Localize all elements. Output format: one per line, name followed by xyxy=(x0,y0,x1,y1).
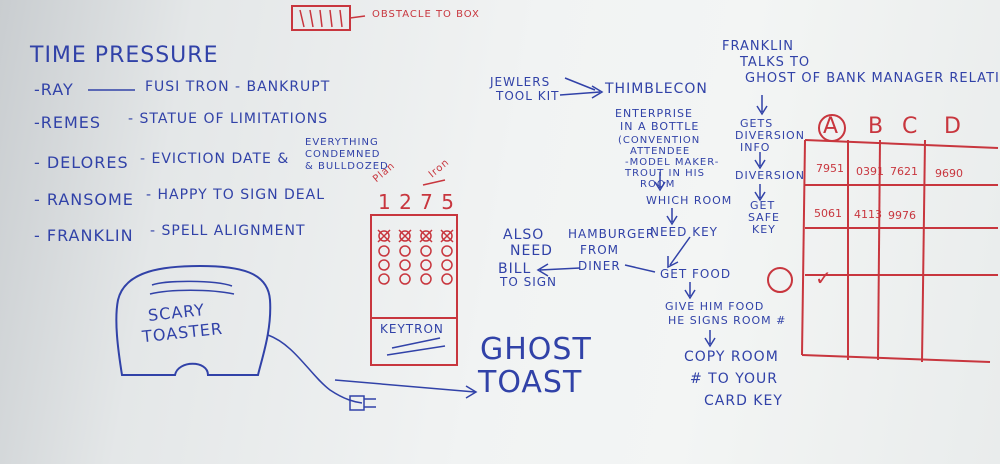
jewelers-2: TOOL KIT xyxy=(496,89,560,103)
hamburger-1: HAMBURGER xyxy=(568,227,656,241)
franklin-line-2: TALKS TO xyxy=(740,55,811,70)
cell-b2: 4113 xyxy=(854,208,882,221)
keytron-digits: 1 2 7 5 xyxy=(378,190,455,214)
get-safe-key-3: KEY xyxy=(752,223,776,236)
keytron-box xyxy=(370,214,458,366)
column-a: A xyxy=(823,114,840,139)
get-safe-key-2: SAFE xyxy=(748,211,780,224)
ghost-toast-line2: TOAST xyxy=(478,365,583,400)
model-maker-1: -MODEL MAKER- xyxy=(625,157,720,168)
copy-room-2: # TO YOUR xyxy=(690,371,778,387)
toaster-cord xyxy=(267,334,363,404)
column-c: C xyxy=(902,114,919,139)
give-him-1: GIVE HIM FOOD xyxy=(665,300,765,313)
franklin-note: - SPELL ALIGNMENT xyxy=(150,223,306,239)
arrow-to-ghost-toast xyxy=(334,379,476,393)
ransome-note: - HAPPY TO SIGN DEAL xyxy=(146,187,325,203)
check-mark: ✓ xyxy=(815,266,833,290)
give-him-2: HE SIGNS ROOM # xyxy=(668,314,787,327)
delores-name: - DELORES xyxy=(34,153,129,172)
get-food: GET FOOD xyxy=(660,267,732,281)
also-need-3: BILL xyxy=(498,261,532,277)
cell-d1: 9690 xyxy=(935,167,963,180)
thimblecon: THIMBLECON xyxy=(605,81,708,97)
keytron-markings xyxy=(377,229,454,285)
time-pressure-title: TIME PRESSURE xyxy=(30,43,219,68)
ray-note: FUSI TRON - BANKRUPT xyxy=(145,79,331,95)
obstacle-label: OBSTACLE TO BOX xyxy=(372,9,480,20)
jewelers-1: JEWLERS xyxy=(490,75,551,89)
cell-c2: 9976 xyxy=(888,209,916,222)
column-a-circle xyxy=(818,114,846,142)
convention-2: ATTENDEE xyxy=(630,146,691,157)
franklin-line-1: FRANKLIN xyxy=(722,39,794,54)
hamburger-3: DINER xyxy=(578,259,621,273)
franklin-line-3: GHOST OF BANK MANAGER RELATIVE xyxy=(745,71,1000,86)
also-need-2: NEED xyxy=(510,243,553,259)
ghost-toast-line1: GHOST xyxy=(480,332,592,367)
safe-grid-lines xyxy=(801,139,999,363)
franklin-name: - FRANKLIN xyxy=(34,226,134,245)
convention-1: (CONVENTION xyxy=(618,135,701,146)
enterprise-2: IN A BOTTLE xyxy=(620,120,700,133)
enterprise-1: ENTERPRISE xyxy=(615,107,693,120)
gets-diversion-3: INFO xyxy=(740,141,771,154)
red-circle-marker xyxy=(767,267,793,293)
copy-room-3: CARD KEY xyxy=(704,393,783,409)
which-room: WHICH ROOM xyxy=(646,194,733,207)
need-key: NEED KEY xyxy=(650,225,718,239)
cell-b1: 0391 xyxy=(856,165,884,178)
remes-note: - STATUE OF LIMITATIONS xyxy=(128,111,329,127)
cell-a1: 7951 xyxy=(816,162,844,175)
column-b: B xyxy=(868,114,885,139)
copy-room-1: COPY ROOM xyxy=(684,349,779,365)
gets-diversion-1: GETS xyxy=(740,117,774,130)
cell-a2: 5061 xyxy=(814,207,842,220)
remes-name: -REMES xyxy=(34,113,102,132)
diversion: DIVERSION xyxy=(735,169,805,182)
get-safe-key-1: GET xyxy=(750,199,776,212)
delores-note: - EVICTION DATE & xyxy=(140,151,290,167)
cell-c1: 7621 xyxy=(890,165,918,178)
delores-extra-2: CONDEMNED xyxy=(305,149,381,160)
ransome-name: - RANSOME xyxy=(34,190,134,209)
hamburger-2: FROM xyxy=(580,243,620,257)
also-need-4: TO SIGN xyxy=(500,275,558,289)
gets-diversion-2: DIVERSION xyxy=(735,129,805,142)
column-d: D xyxy=(944,114,962,139)
also-need-1: ALSO xyxy=(503,227,545,243)
delores-extra-3: & BULLDOZED xyxy=(305,161,389,172)
model-maker-2: TROUT IN HIS xyxy=(625,168,705,179)
obstacle-arrow xyxy=(349,15,366,19)
keytron-label: KEYTRON xyxy=(380,322,444,336)
delores-extra-1: EVERYTHING xyxy=(305,137,379,148)
ray-name: -RAY xyxy=(34,80,74,99)
model-maker-3: ROOM xyxy=(640,179,676,190)
toaster-outline xyxy=(115,264,272,376)
